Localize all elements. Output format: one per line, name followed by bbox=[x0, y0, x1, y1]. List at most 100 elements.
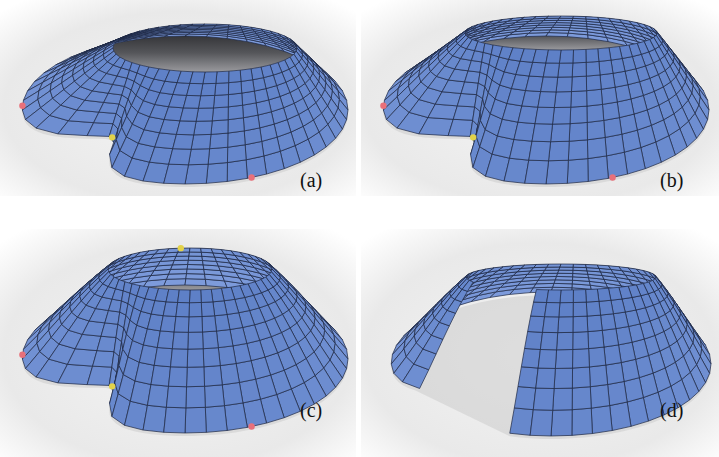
mesh-cell bbox=[157, 331, 174, 349]
mesh-cell bbox=[572, 387, 591, 410]
mesh-cell bbox=[586, 61, 600, 76]
mesh-cell bbox=[624, 378, 643, 402]
mesh-cell bbox=[573, 264, 586, 268]
mesh-cell bbox=[251, 67, 263, 80]
mesh-cell bbox=[588, 156, 609, 182]
mesh-cell bbox=[58, 364, 93, 384]
mesh-cell bbox=[587, 104, 604, 122]
mesh-cell bbox=[101, 323, 118, 338]
mesh-cell bbox=[99, 102, 119, 113]
mesh-cell bbox=[201, 302, 214, 317]
mesh-cell bbox=[203, 24, 217, 26]
mesh-cell bbox=[554, 92, 571, 108]
mesh-cell bbox=[462, 280, 473, 291]
mesh-cell bbox=[222, 382, 243, 405]
mesh-cell bbox=[160, 316, 176, 332]
mesh-cell bbox=[551, 124, 570, 142]
surface-render bbox=[380, 16, 709, 187]
mesh-cell bbox=[185, 279, 206, 286]
mesh-cell bbox=[87, 366, 112, 385]
mesh-cell bbox=[554, 368, 572, 388]
mesh-cell bbox=[601, 314, 616, 331]
mesh-cell bbox=[572, 367, 590, 388]
mesh-cell bbox=[228, 118, 244, 133]
mesh-cell bbox=[173, 134, 194, 149]
mesh-cell bbox=[572, 62, 586, 76]
mesh-cell bbox=[615, 85, 631, 102]
mesh-cell bbox=[172, 332, 188, 349]
mesh-cell bbox=[599, 300, 613, 315]
mesh-cell bbox=[602, 329, 618, 347]
mesh-cell bbox=[151, 365, 171, 386]
panel-label: (c) bbox=[300, 400, 322, 420]
mesh-cell bbox=[164, 279, 186, 286]
mesh-cell bbox=[541, 77, 558, 92]
mesh-cell bbox=[228, 105, 243, 120]
mesh-cell bbox=[568, 140, 587, 160]
mesh-cell bbox=[610, 402, 631, 431]
mesh-cell bbox=[210, 133, 228, 149]
mesh-cell bbox=[597, 288, 611, 301]
mesh-cell bbox=[514, 122, 535, 141]
constraint-dot bbox=[109, 383, 115, 389]
mesh-cell bbox=[569, 122, 587, 141]
mesh-cell bbox=[228, 81, 241, 94]
mesh-cell bbox=[455, 289, 468, 301]
mesh-cell bbox=[448, 119, 473, 136]
mesh-cell bbox=[229, 70, 241, 82]
panel-label: (b) bbox=[660, 170, 683, 190]
mesh-cell bbox=[169, 269, 188, 274]
mesh-cell bbox=[447, 299, 461, 313]
panel-ground bbox=[0, 0, 356, 196]
ground-shadow bbox=[391, 295, 711, 439]
mesh-cell bbox=[93, 351, 114, 368]
mesh-cell bbox=[198, 95, 214, 108]
mesh-cell bbox=[587, 120, 605, 139]
mesh-cell bbox=[573, 302, 587, 317]
mesh-cell bbox=[453, 106, 474, 120]
mesh-cell bbox=[189, 248, 201, 252]
mesh-cell bbox=[573, 332, 589, 350]
mesh-cell bbox=[586, 17, 599, 20]
mesh-cell bbox=[602, 102, 619, 120]
mesh-cell bbox=[587, 315, 602, 332]
surface-render bbox=[19, 24, 348, 187]
mesh-cell bbox=[216, 330, 232, 348]
constraint-dot bbox=[470, 134, 476, 140]
mesh-cell bbox=[525, 160, 549, 184]
mesh-cell bbox=[185, 164, 208, 184]
mesh-cell bbox=[189, 252, 202, 256]
mesh-cell bbox=[530, 410, 553, 436]
mesh-cell bbox=[600, 73, 615, 89]
panel-label: (a) bbox=[300, 170, 322, 190]
panel-ground bbox=[361, 229, 719, 457]
mesh-cell bbox=[457, 93, 476, 106]
mesh-cell bbox=[169, 367, 188, 387]
ground-shadow bbox=[22, 288, 348, 436]
mesh-cell bbox=[531, 302, 547, 317]
mesh-cell bbox=[147, 385, 168, 408]
mesh-cell bbox=[587, 89, 603, 106]
mesh-cell bbox=[212, 107, 228, 121]
mesh-cell bbox=[461, 82, 478, 95]
mesh-cell bbox=[187, 83, 203, 95]
mesh-cell bbox=[551, 410, 572, 436]
mesh-cell bbox=[187, 367, 205, 387]
mesh-cell bbox=[163, 302, 177, 317]
mesh-cell bbox=[543, 317, 559, 333]
mesh-cell bbox=[521, 348, 540, 368]
mesh-cell bbox=[170, 264, 187, 269]
mesh-cell bbox=[589, 347, 606, 367]
mesh-cell bbox=[560, 264, 573, 267]
mesh-cell bbox=[218, 346, 236, 366]
mesh-cell bbox=[525, 332, 543, 350]
mesh-cell bbox=[570, 106, 587, 124]
mesh-cell bbox=[183, 95, 200, 108]
mesh-cell bbox=[586, 289, 599, 302]
mesh-cell bbox=[586, 301, 600, 316]
mesh-cell bbox=[598, 48, 611, 62]
mesh-cell bbox=[553, 388, 573, 410]
mesh-cell bbox=[154, 347, 172, 366]
